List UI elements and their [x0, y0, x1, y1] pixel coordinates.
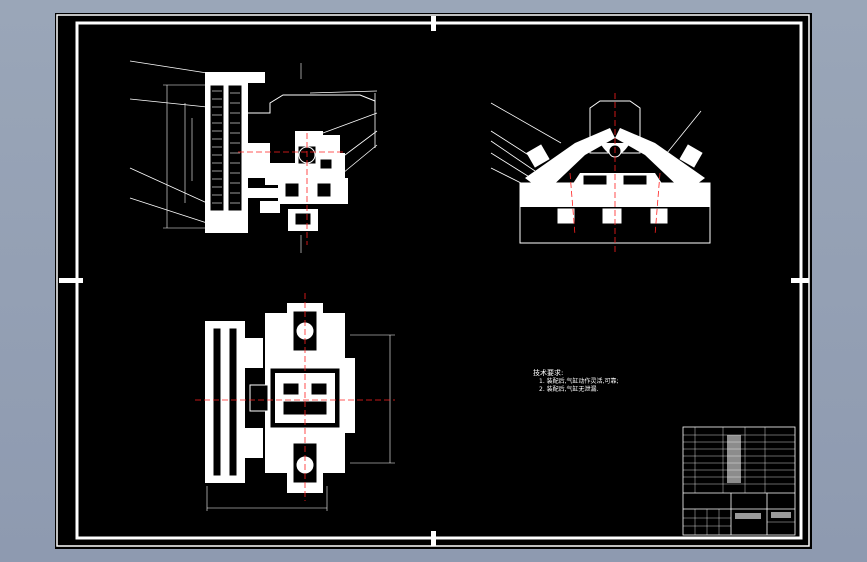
title-block: [682, 426, 796, 536]
inner-frame: [75, 21, 803, 540]
front-view: [129, 60, 378, 253]
side-view: [490, 93, 711, 253]
outer-frame: [56, 14, 810, 547]
drawing-canvas: 技术要求: 1. 装配后,气缸动作灵活,可靠; 2. 装配后,气缸无泄漏.: [56, 14, 810, 547]
tech-notes-line-2: 2. 装配后,气缸无泄漏.: [539, 385, 599, 393]
tech-notes: 技术要求: 1. 装配后,气缸动作灵活,可靠; 2. 装配后,气缸无泄漏.: [533, 368, 618, 393]
centering-marks: [59, 16, 809, 546]
tech-notes-line-1: 1. 装配后,气缸动作灵活,可靠;: [539, 377, 618, 385]
cad-viewport[interactable]: 技术要求: 1. 装配后,气缸动作灵活,可靠; 2. 装配后,气缸无泄漏.: [55, 13, 812, 549]
top-view: [195, 293, 395, 511]
tech-notes-heading: 技术要求:: [533, 368, 563, 377]
